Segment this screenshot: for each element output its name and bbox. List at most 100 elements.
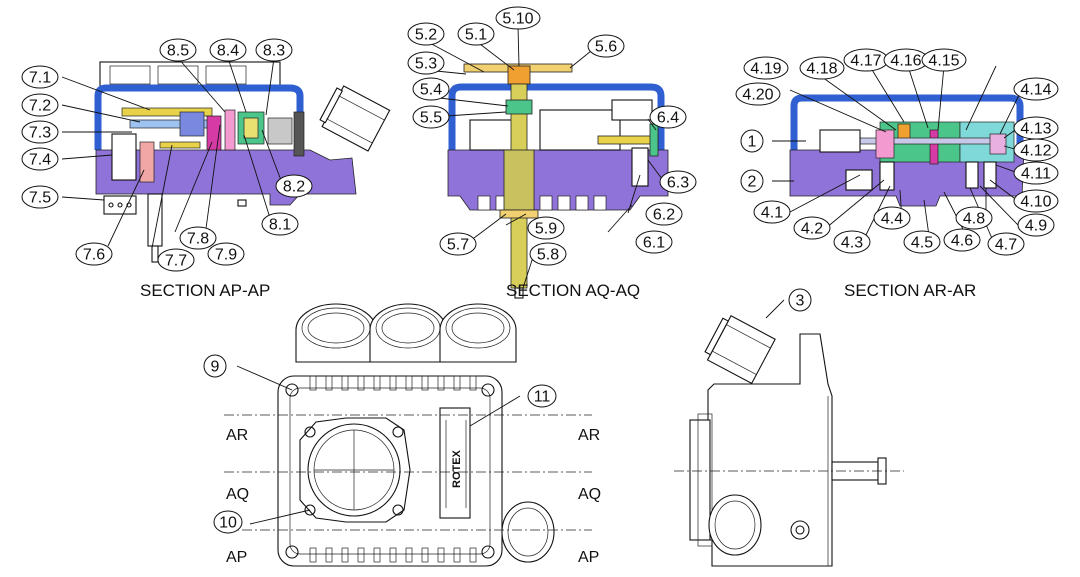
callout-bubble <box>788 288 812 312</box>
callout-bubble <box>275 174 313 198</box>
callout-bubble <box>635 230 673 254</box>
callout-bubble <box>203 354 227 378</box>
section-aq-caption: SECTION AQ-AQ <box>506 281 640 300</box>
callout-bubble <box>740 169 764 193</box>
callout-label: 4.15 <box>928 53 959 70</box>
callout-bubble <box>645 202 683 226</box>
cut-mark-aq-right: AQ <box>578 486 601 503</box>
callout-label: 8.5 <box>167 43 189 60</box>
callout-label: 5.3 <box>415 56 437 73</box>
section-ap-view <box>61 57 391 263</box>
callout-label: 2 <box>748 174 757 191</box>
callout-label: 4.10 <box>1020 194 1051 211</box>
callout-bubble <box>75 242 113 266</box>
callout-label: 4.19 <box>750 61 781 78</box>
callout-label: 4.12 <box>1020 143 1051 160</box>
callout-label: 4.5 <box>911 235 933 252</box>
callout-label: 4.16 <box>890 53 921 70</box>
callout-label: 6.4 <box>657 110 679 127</box>
callout-label: 4.6 <box>951 233 973 250</box>
callout-bubble <box>1013 77 1059 101</box>
callout-label: 8.2 <box>283 179 305 196</box>
callout-bubble <box>1017 213 1055 237</box>
front-side-gland <box>501 501 555 563</box>
cut-mark-aq-left: AQ <box>226 486 249 503</box>
callout-bubble <box>659 170 697 194</box>
cut-marks: AR AR AQ AQ AP AP <box>226 427 601 566</box>
callout-bubble <box>799 56 845 80</box>
callout-bubble <box>873 206 911 230</box>
callout-label: 4.8 <box>963 211 985 228</box>
callout-label: 11 <box>534 389 551 406</box>
callout-label: 3 <box>796 293 805 310</box>
callout-bubble <box>743 56 789 80</box>
callout-bubble <box>21 65 59 89</box>
callout-bubble <box>529 242 567 266</box>
callout-bubble <box>207 242 245 266</box>
callout-label: 5.5 <box>420 110 442 127</box>
section-ap-caption: SECTION AP-AP <box>140 281 270 300</box>
callout-label: 7.3 <box>29 125 51 142</box>
callout-label: 4.18 <box>806 61 837 78</box>
callout-bubble <box>495 6 541 30</box>
callout-label: 5.7 <box>447 237 469 254</box>
callout-label: 7.1 <box>29 70 51 87</box>
callout-label: 6.2 <box>653 207 675 224</box>
callout-bubble <box>987 232 1025 256</box>
ap-housing-cover <box>94 84 304 150</box>
callout-bubble <box>21 120 59 144</box>
callout-bubble <box>439 232 477 256</box>
callout-label: 7.4 <box>29 152 51 169</box>
callout-label: 5.1 <box>465 27 487 44</box>
callout-bubble <box>412 77 450 101</box>
callout-label: 4.20 <box>742 87 773 104</box>
callout-label: 7.9 <box>215 247 237 264</box>
callout-label: 4.1 <box>761 205 783 222</box>
section-ar-caption: SECTION AR-AR <box>844 281 976 300</box>
nameplate-brand: ROTEX <box>451 449 463 488</box>
callout-label: 5.8 <box>537 247 559 264</box>
callout-bubble <box>649 105 687 129</box>
callout-bubble <box>21 93 59 117</box>
callout-bubble <box>921 48 967 72</box>
callout-bubble <box>833 230 871 254</box>
callout-bubble <box>457 22 495 46</box>
callout-bubble <box>412 105 450 129</box>
cut-mark-ar-right: AR <box>578 427 600 444</box>
section-ar-view <box>772 59 1025 244</box>
callout-bubble <box>261 212 299 236</box>
callout-bubble <box>159 38 197 62</box>
callout-label: 4.17 <box>850 53 881 70</box>
callout-label: 7.5 <box>29 190 51 207</box>
cut-mark-ap-left: AP <box>226 549 247 566</box>
callout-bubble <box>753 200 791 224</box>
callout-label: 7.2 <box>29 98 51 115</box>
callout-label: 5.6 <box>595 39 617 56</box>
callout-bubble <box>1013 138 1059 162</box>
callout-label: 4.7 <box>995 237 1017 254</box>
callout-label: 4.3 <box>841 235 863 252</box>
callout-label: 6.1 <box>643 235 665 252</box>
callout-bubble <box>179 226 217 250</box>
front-top-glands <box>295 303 517 363</box>
callout-bubble <box>955 206 993 230</box>
callout-label: 5.2 <box>415 27 437 44</box>
callout-bubble <box>1013 189 1059 213</box>
callout-bubble <box>213 510 243 534</box>
aq-housing-cover <box>448 83 665 150</box>
callout-bubble <box>943 228 981 252</box>
callout-label: 8.1 <box>269 217 291 234</box>
callout-bubble <box>407 51 445 75</box>
callout-label: 7.6 <box>83 247 105 264</box>
callout-label: 4.11 <box>1021 166 1051 183</box>
callout-bubble <box>1013 161 1059 185</box>
callout-label: 10 <box>219 515 237 532</box>
callout-label: 4.14 <box>1020 82 1051 99</box>
callout-label: 8.4 <box>217 43 239 60</box>
callout-label: 8.3 <box>263 43 285 60</box>
side-gland <box>704 315 776 385</box>
callout-label: 4.13 <box>1020 121 1051 138</box>
callout-label: 5.9 <box>535 221 557 238</box>
